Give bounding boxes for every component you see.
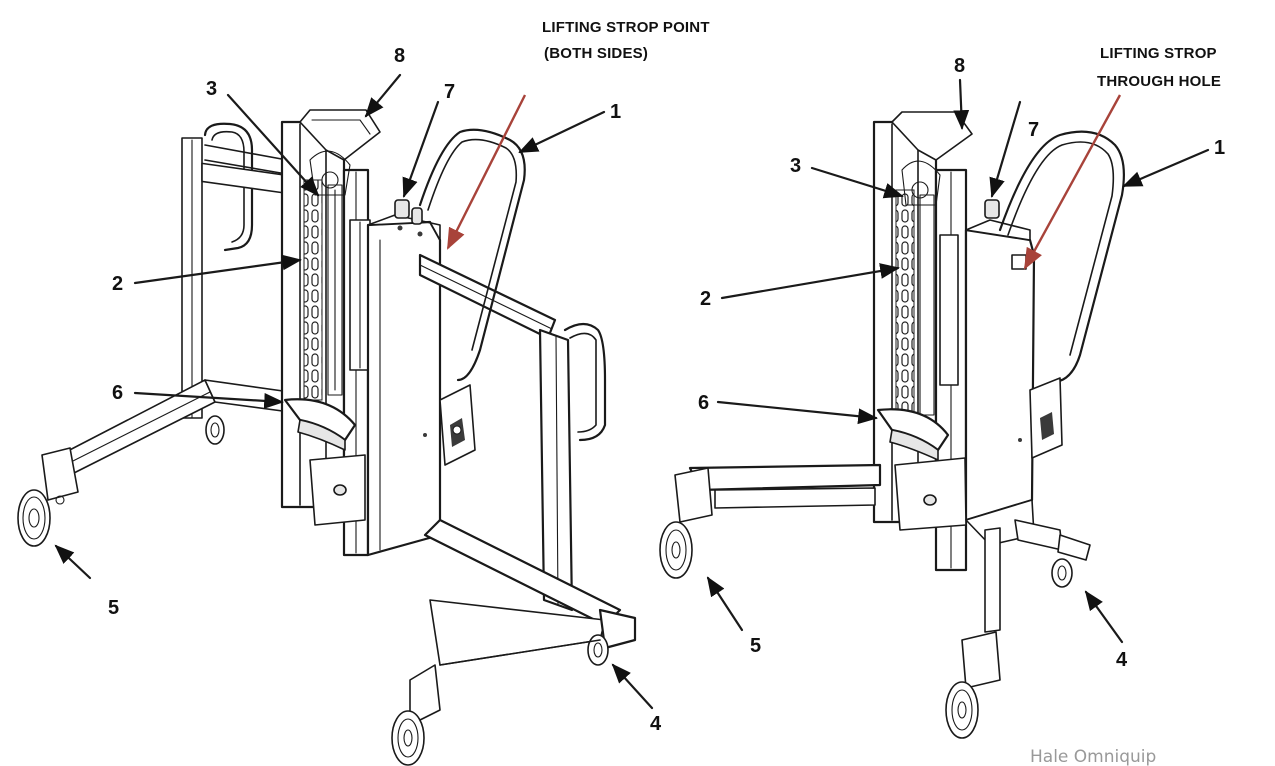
right-labels: LIFTING STROP THROUGH HOLE 8 7 1 3 2 6 5… xyxy=(698,45,1225,671)
callout-left-7: 7 xyxy=(444,81,455,103)
callout-right-7: 7 xyxy=(1028,119,1039,141)
watermark-text: Hale Omniquip xyxy=(1030,747,1156,766)
strop-label-right-line2: THROUGH HOLE xyxy=(1097,73,1221,90)
callout-right-4: 4 xyxy=(1116,649,1128,671)
left-callout-arrows xyxy=(54,73,654,710)
callout-right-1: 1 xyxy=(1214,137,1225,159)
callout-right-6: 6 xyxy=(698,392,709,414)
callout-right-3: 3 xyxy=(790,155,801,177)
strop-label-right-line1: LIFTING STROP xyxy=(1100,45,1217,62)
callout-left-8: 8 xyxy=(394,45,405,67)
callout-right-8: 8 xyxy=(954,55,965,77)
right-trolley xyxy=(659,94,1125,739)
callout-left-6: 6 xyxy=(112,382,123,404)
right-callout-arrows xyxy=(706,78,1210,644)
callout-left-2: 2 xyxy=(112,273,123,295)
callout-left-3: 3 xyxy=(206,78,217,100)
strop-label-left-line1: LIFTING STROP POINT xyxy=(542,19,710,36)
callout-right-2: 2 xyxy=(700,288,711,310)
callout-left-5: 5 xyxy=(108,597,119,619)
callout-left-4: 4 xyxy=(650,713,662,735)
left-trolley xyxy=(17,94,637,766)
callout-right-5: 5 xyxy=(750,635,761,657)
strop-label-left-line2: (BOTH SIDES) xyxy=(544,45,648,62)
left-labels: LIFTING STROP POINT (BOTH SIDES) 8 3 7 1… xyxy=(108,19,710,735)
callout-left-1: 1 xyxy=(610,101,621,123)
